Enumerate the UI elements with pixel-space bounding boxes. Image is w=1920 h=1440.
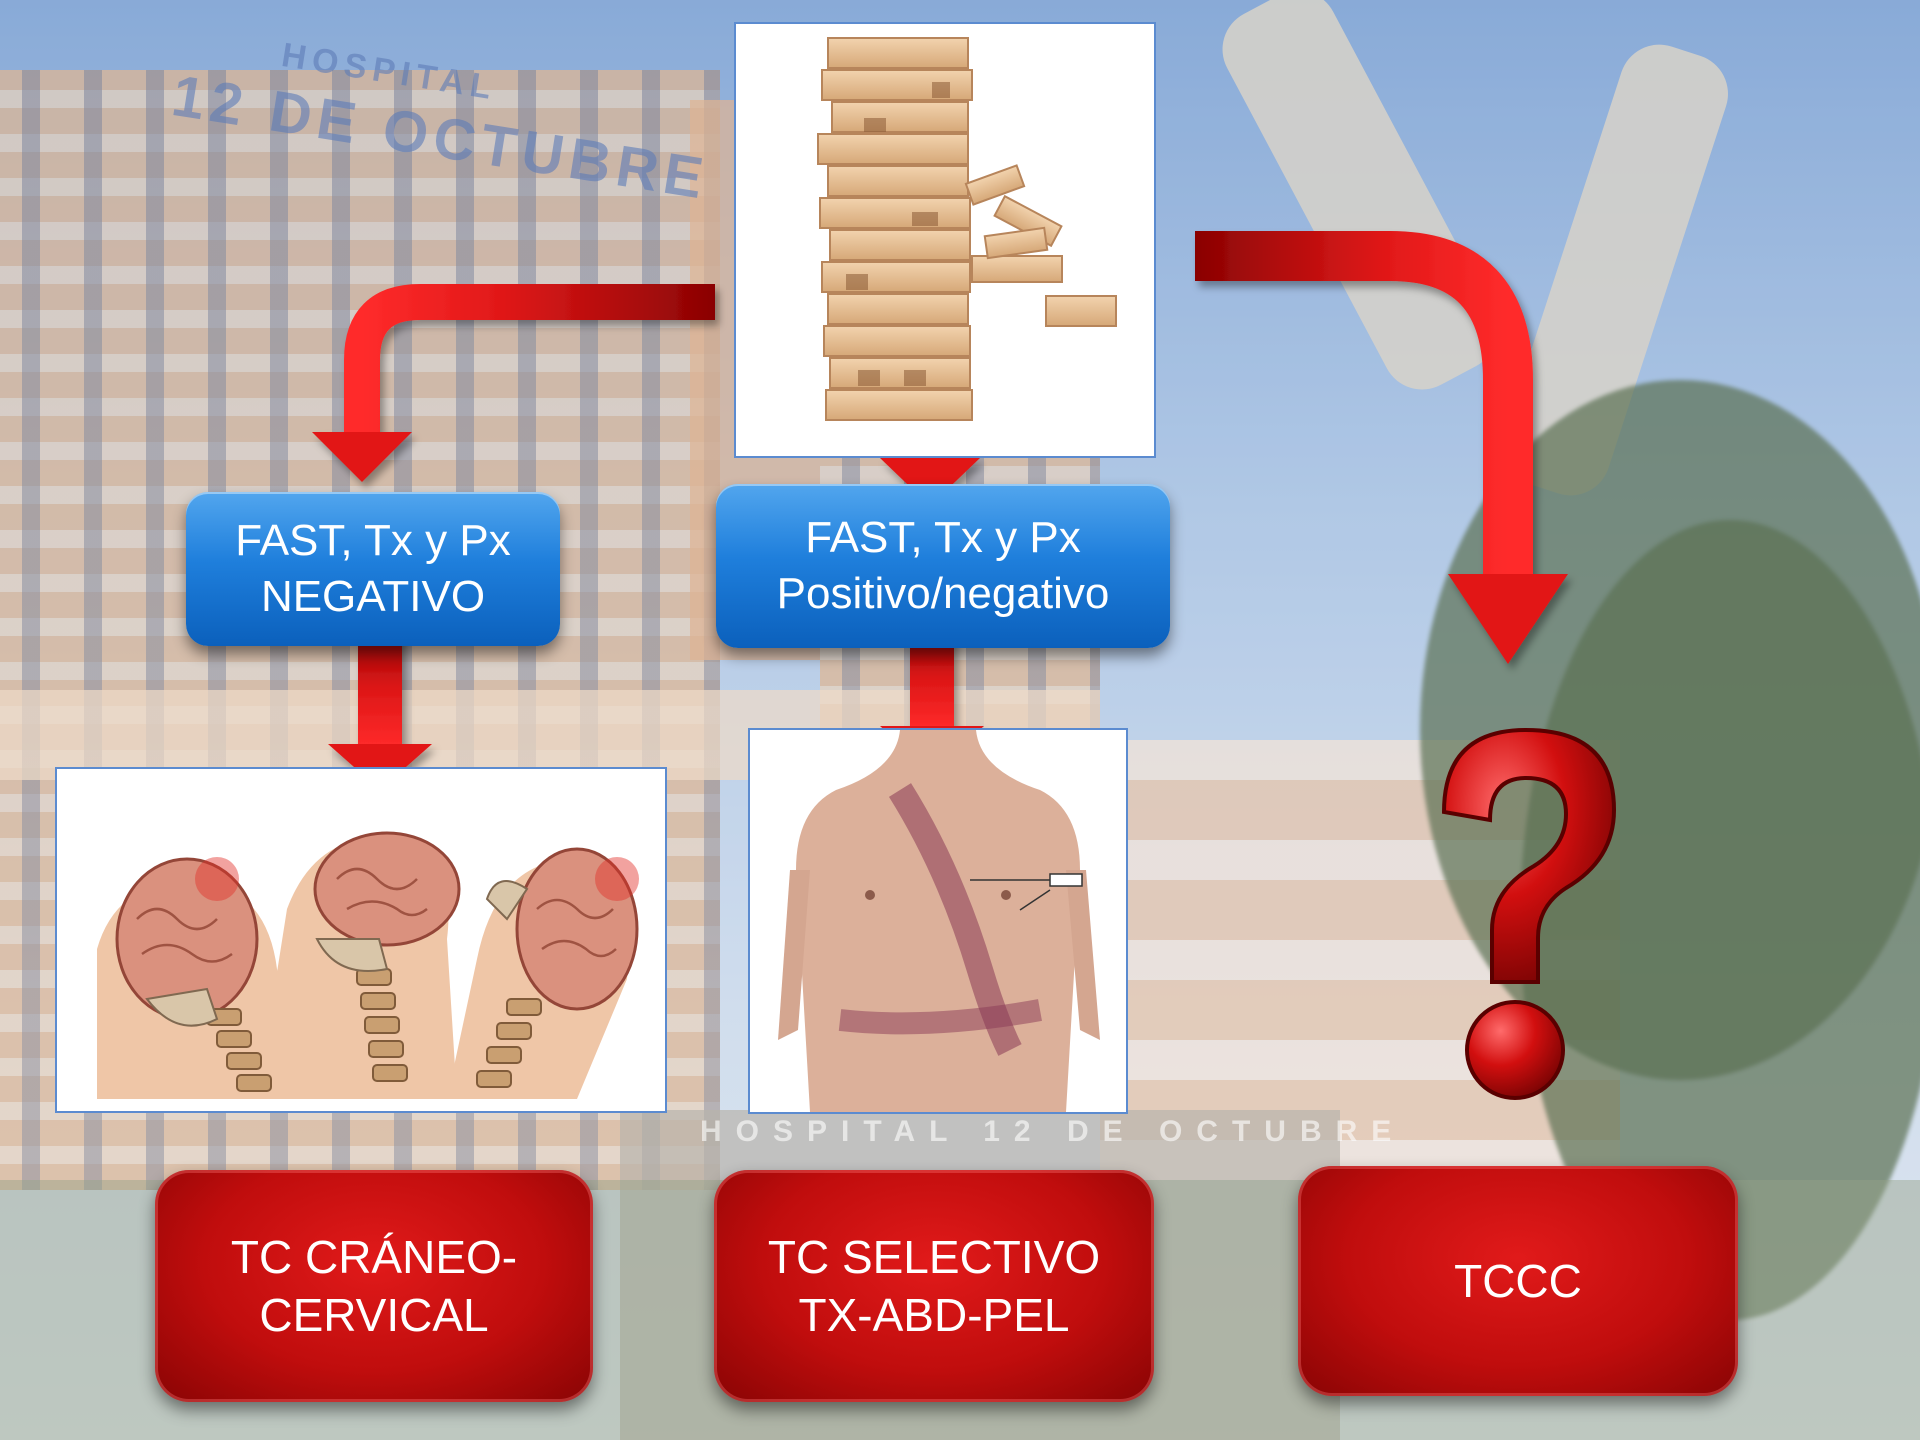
tccc-box: TCCC	[1298, 1166, 1738, 1396]
fast-mixed-line1: FAST, Tx y Px	[716, 510, 1170, 566]
fast-negative-line1: FAST, Tx y Px	[186, 513, 560, 569]
head-neck-image	[55, 767, 667, 1113]
tc-selectivo-line1: TC SELECTIVO	[714, 1228, 1154, 1286]
torso-seatbelt-icon	[750, 730, 1126, 1112]
tc-craneo-line1: TC CRÁNEO-	[155, 1228, 593, 1286]
fast-negative-box: FAST, Tx y Px NEGATIVO	[186, 492, 560, 646]
jenga-tower-icon	[736, 24, 1154, 456]
tc-selectivo-line2: TX-ABD-PEL	[714, 1286, 1154, 1344]
tccc-line1: TCCC	[1298, 1252, 1738, 1310]
whiplash-anatomy-icon	[57, 769, 665, 1111]
question-mark-icon	[1426, 720, 1626, 1120]
tc-selectivo-box: TC SELECTIVO TX-ABD-PEL	[714, 1170, 1154, 1402]
fast-negative-line2: NEGATIVO	[186, 569, 560, 625]
arrow-fast-negative-to-head-image	[328, 628, 432, 790]
tc-craneo-line2: CERVICAL	[155, 1286, 593, 1344]
fast-mixed-line2: Positivo/negativo	[716, 566, 1170, 622]
tc-craneo-cervical-box: TC CRÁNEO- CERVICAL	[155, 1170, 593, 1402]
jenga-image	[734, 22, 1156, 458]
torso-image	[748, 728, 1128, 1114]
arrow-jenga-to-question	[1195, 256, 1568, 664]
arrow-jenga-to-fast-negative	[312, 302, 715, 482]
fast-mixed-box: FAST, Tx y Px Positivo/negativo	[716, 484, 1170, 648]
